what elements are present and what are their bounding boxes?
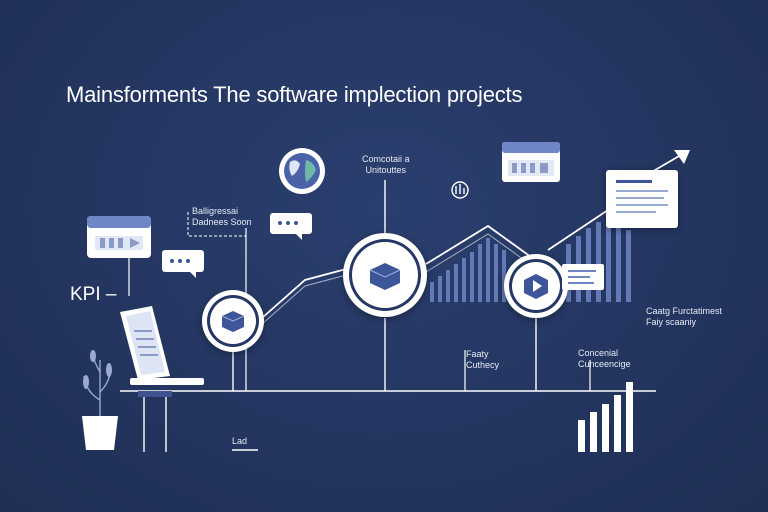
label-top-center: Comcotaii a Unitouttes [362, 154, 410, 175]
play-icon [533, 280, 542, 292]
page-title: Mainsforments The software implection pr… [66, 82, 523, 107]
bar-chart-icon [578, 382, 633, 452]
desk-top [138, 391, 172, 397]
document-icon [606, 170, 678, 228]
label-right-side: Caatg Furctatimest Faiy scaaniy [646, 306, 723, 327]
node-2 [343, 233, 427, 317]
chat-bubble-icon [162, 250, 204, 278]
browser-window-icon [87, 216, 151, 258]
kpi-label: KPI – [70, 284, 116, 306]
kpi-text: KPI [70, 284, 101, 305]
label-left-box: Balligressai Dadnees Soon [192, 206, 252, 227]
node-3 [504, 254, 568, 318]
trend-line-3 [547, 209, 609, 251]
browser-window-icon [502, 142, 560, 182]
arrow-up-icon [674, 150, 690, 164]
trend-line-1b [261, 273, 351, 325]
trend-line-1 [261, 267, 351, 319]
plant-icon [82, 350, 118, 450]
label-mid-lower: Faaty Cuthecy [466, 349, 500, 370]
person-chart-icon [451, 181, 469, 199]
label-right-lower: Concenial Cunceencige [578, 348, 631, 369]
dashed-bracket [187, 212, 246, 237]
box-icon-edge [221, 315, 245, 322]
label-bottom: Lad [232, 436, 248, 446]
trend-line-2 [425, 224, 539, 265]
chat-bubble-icon [270, 213, 312, 240]
globe-icon [279, 148, 325, 194]
kpi-dash: – [105, 284, 117, 305]
laptop-icon [120, 306, 204, 385]
document-icon [562, 264, 604, 290]
node-1 [202, 290, 264, 352]
box-icon-edge [369, 269, 401, 278]
